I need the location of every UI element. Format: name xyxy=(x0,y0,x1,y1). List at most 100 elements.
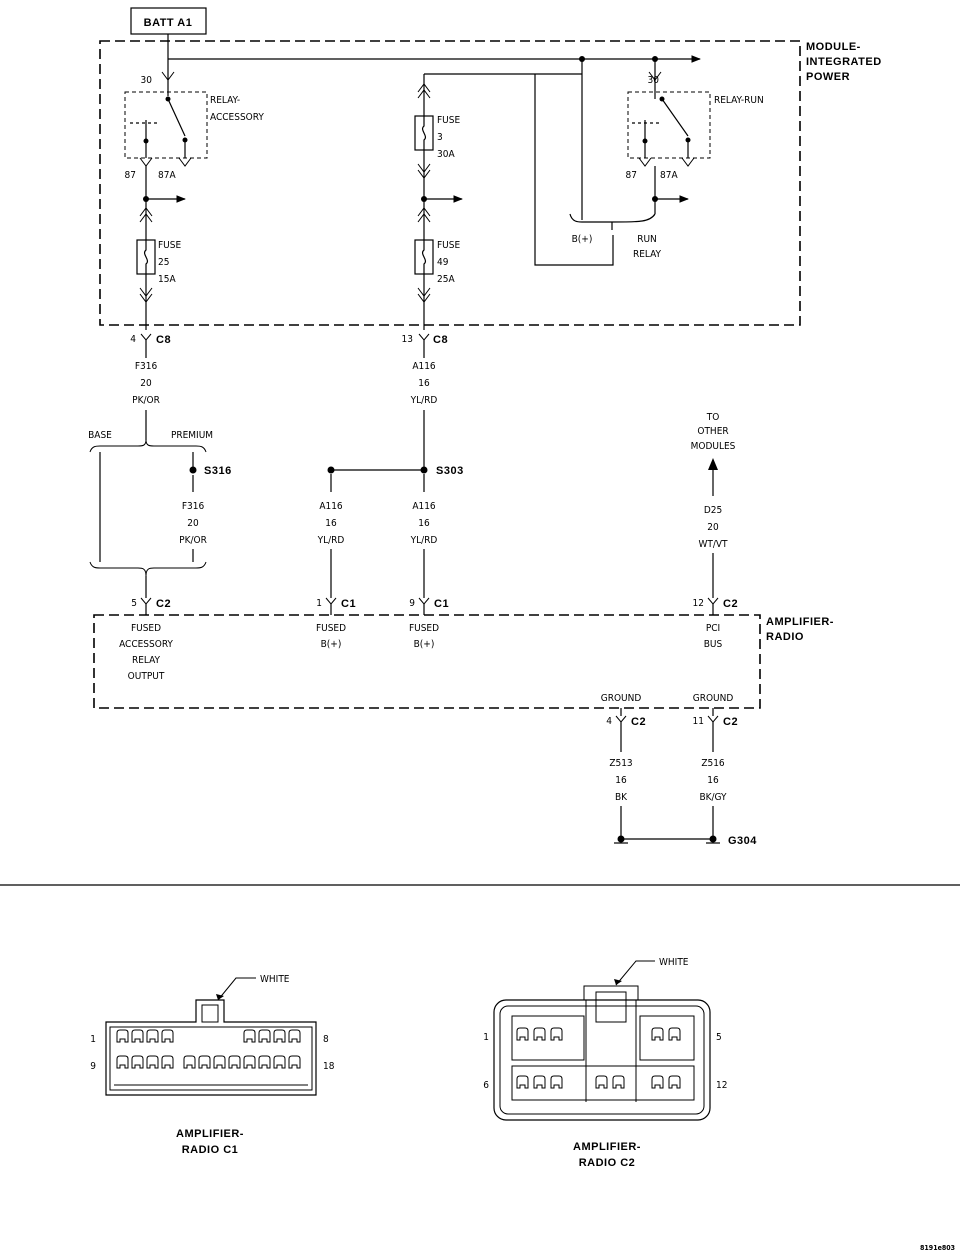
terminal-cavity xyxy=(116,1055,129,1069)
svg-text:TO: TO xyxy=(706,412,720,423)
svg-text:1: 1 xyxy=(483,1032,489,1043)
connector-c8-pin4: 4 C8 xyxy=(130,333,171,346)
terminal-cavity xyxy=(533,1075,546,1089)
svg-text:ACCESSORY: ACCESSORY xyxy=(119,639,173,650)
svg-text:MODULES: MODULES xyxy=(691,441,736,452)
svg-text:BATT A1: BATT A1 xyxy=(144,17,193,29)
terminal-cavity xyxy=(668,1027,681,1041)
terminal-cavity xyxy=(612,1075,625,1089)
svg-text:30: 30 xyxy=(141,75,153,86)
svg-text:9: 9 xyxy=(90,1061,96,1072)
svg-text:16: 16 xyxy=(418,518,430,529)
connector-c1-pin1: 1 C1 xyxy=(316,597,356,615)
connector-c2-pin5: 5 C2 xyxy=(131,597,171,615)
terminal-cavity xyxy=(146,1029,159,1043)
svg-text:WHITE: WHITE xyxy=(260,974,290,985)
terminal-cavity xyxy=(273,1029,286,1043)
svg-text:1: 1 xyxy=(316,598,322,609)
svg-text:F316: F316 xyxy=(182,501,205,512)
terminal-cavity xyxy=(651,1027,664,1041)
svg-text:11: 11 xyxy=(693,716,704,727)
svg-text:BASE: BASE xyxy=(88,430,112,441)
svg-text:INTEGRATED: INTEGRATED xyxy=(806,56,882,68)
connector-c2-pin4: 4 C2 Z513 16 BK xyxy=(606,708,646,838)
svg-text:B(+): B(+) xyxy=(572,234,593,245)
svg-text:YL/RD: YL/RD xyxy=(317,535,345,546)
wire-a116-top: A116 16 YL/RD xyxy=(410,340,437,470)
wire-d25: TO OTHER MODULES D25 20 WT/VT xyxy=(691,412,736,598)
terminal-cavity xyxy=(595,1075,608,1089)
connector-c8-pin13: 13 C8 xyxy=(402,333,448,346)
svg-text:9: 9 xyxy=(409,598,415,609)
splice-s303: S303 xyxy=(327,465,464,492)
svg-text:D25: D25 xyxy=(704,505,722,516)
svg-text:12: 12 xyxy=(693,598,704,609)
terminal-cavity xyxy=(183,1055,196,1069)
svg-text:RADIO C2: RADIO C2 xyxy=(579,1157,636,1169)
svg-text:OTHER: OTHER xyxy=(697,426,728,437)
fuse-49: FUSE 49 25A xyxy=(414,239,460,330)
svg-text:FUSE: FUSE xyxy=(437,115,460,126)
svg-text:Z513: Z513 xyxy=(609,758,632,769)
svg-text:RELAY: RELAY xyxy=(633,249,662,260)
svg-text:1: 1 xyxy=(90,1034,96,1045)
terminal-cavity xyxy=(161,1055,174,1069)
svg-text:87A: 87A xyxy=(660,170,678,181)
svg-text:C1: C1 xyxy=(341,598,356,610)
svg-text:A116: A116 xyxy=(319,501,343,512)
ground-g304: G304 xyxy=(614,835,757,847)
svg-text:49: 49 xyxy=(437,257,449,268)
terminal-cavity xyxy=(668,1075,681,1089)
terminal-cavity xyxy=(161,1029,174,1043)
svg-text:AMPLIFIER-: AMPLIFIER- xyxy=(176,1128,244,1140)
svg-text:FUSED: FUSED xyxy=(316,623,346,634)
wire-a116-right: A116 16 YL/RD xyxy=(410,501,437,598)
wire-a116-left: A116 16 YL/RD xyxy=(317,501,345,598)
svg-text:BUS: BUS xyxy=(704,639,723,650)
svg-text:18: 18 xyxy=(323,1061,335,1072)
svg-text:GROUND: GROUND xyxy=(693,693,734,704)
fuse-3-branch: FUSE 3 30A xyxy=(414,59,583,240)
svg-text:8: 8 xyxy=(323,1034,329,1045)
svg-text:4: 4 xyxy=(606,716,612,727)
figure-id: 8191e803 xyxy=(920,1244,955,1252)
svg-text:30A: 30A xyxy=(437,149,455,160)
terminal-cavity xyxy=(258,1029,271,1043)
svg-text:16: 16 xyxy=(707,775,719,786)
terminal-cavity xyxy=(198,1055,211,1069)
svg-text:PK/OR: PK/OR xyxy=(179,535,207,546)
svg-text:RADIO C1: RADIO C1 xyxy=(182,1144,239,1156)
module-integrated-power: MODULE- INTEGRATED POWER xyxy=(99,40,882,326)
svg-text:C2: C2 xyxy=(723,716,738,728)
svg-text:B(+): B(+) xyxy=(414,639,435,650)
svg-text:BK/GY: BK/GY xyxy=(699,792,727,803)
svg-text:C2: C2 xyxy=(631,716,646,728)
svg-text:4: 4 xyxy=(130,334,136,345)
svg-text:C8: C8 xyxy=(156,334,171,346)
connector-c2-face: WHITE 1 5 6 12 AMPLIFIER- RADIO C2 xyxy=(483,957,727,1169)
terminal-cavity xyxy=(228,1055,241,1069)
run-relay-feed: B(+) RUN RELAY xyxy=(534,74,662,266)
terminal-cavity xyxy=(213,1055,226,1069)
terminal-cavity xyxy=(116,1029,129,1043)
svg-text:C1: C1 xyxy=(434,598,449,610)
svg-text:WHITE: WHITE xyxy=(659,957,689,968)
svg-text:PCI: PCI xyxy=(706,623,720,634)
terminal-cavity xyxy=(516,1075,529,1089)
svg-text:20: 20 xyxy=(140,378,152,389)
terminal-cavity xyxy=(533,1027,546,1041)
connector-c1-face: WHITE 1 8 9 18 AMPLIFIER- RADIO C1 xyxy=(90,974,334,1156)
svg-text:FUSED: FUSED xyxy=(409,623,439,634)
connector-c2-pin11: 11 C2 Z516 16 BK/GY xyxy=(693,708,738,838)
svg-text:20: 20 xyxy=(187,518,199,529)
svg-text:Z516: Z516 xyxy=(701,758,725,769)
svg-text:S303: S303 xyxy=(436,465,464,477)
relay-accessory: 30 RELAY- ACCESSORY 87 87A xyxy=(124,59,264,240)
fuse-25: FUSE 25 15A xyxy=(136,239,181,330)
svg-text:RELAY-: RELAY- xyxy=(210,95,240,106)
connector-c1-pin9: 9 C1 xyxy=(409,597,449,615)
svg-text:WT/VT: WT/VT xyxy=(698,539,728,550)
svg-text:20: 20 xyxy=(707,522,719,533)
svg-text:PK/OR: PK/OR xyxy=(132,395,160,406)
